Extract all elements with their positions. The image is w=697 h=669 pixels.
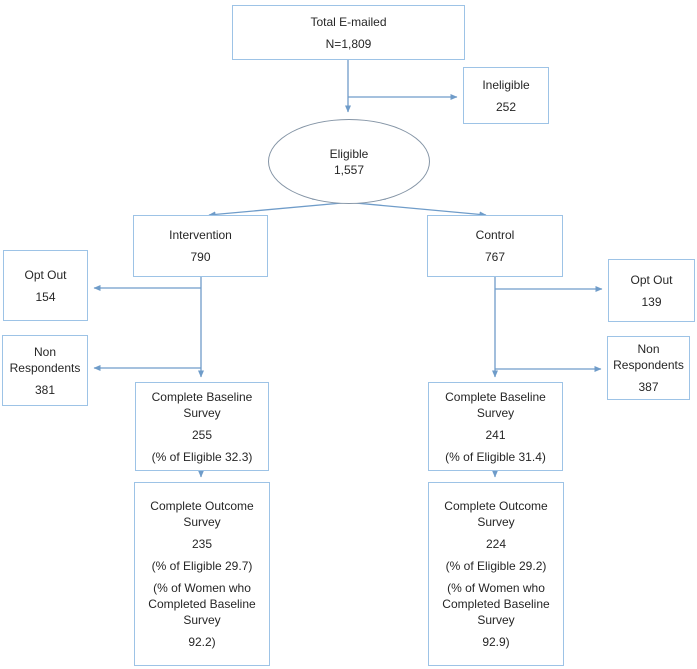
node-text-line: Non	[637, 342, 660, 356]
node-text-line: 235	[191, 537, 213, 551]
flow-node-non-respondents-control: Non Respondents 387	[607, 336, 690, 400]
node-text-line: Respondents	[613, 358, 684, 372]
node-text-line: (% of Women who	[153, 581, 251, 595]
node-text-line: N=1,809	[325, 36, 372, 51]
node-text-line: Respondents	[9, 360, 81, 375]
node-text-line: 154	[35, 289, 56, 304]
node-text-line: 92.9)	[482, 635, 510, 649]
node-text-line: Survey	[183, 405, 221, 420]
node-text-line: Complete Outcome	[444, 499, 548, 513]
flow-node-eligible: Eligible 1,557	[268, 119, 430, 204]
node-text-line: Completed Baseline	[148, 597, 256, 611]
node-text-line: Survey	[476, 405, 515, 420]
node-text-line: Complete Outcome	[150, 499, 254, 513]
node-text-line: Complete Baseline	[151, 389, 253, 404]
flow-node-opt-out-intervention: Opt Out 154	[3, 250, 88, 321]
node-text-line: 139	[641, 294, 662, 309]
node-text-line: (% of Eligible 32.3)	[151, 449, 253, 464]
flow-node-control: Control 767	[427, 215, 563, 277]
flow-node-outcome-control: Complete Outcome Survey 224 (% of Eligib…	[428, 482, 564, 666]
node-text-line: Survey	[183, 613, 221, 627]
node-text-line: (% of Eligible 31.4)	[445, 449, 546, 464]
node-text-line: 241	[485, 427, 506, 442]
node-text-line: Survey	[477, 613, 515, 627]
node-text-line: 92.2)	[188, 635, 216, 649]
node-text-line: Completed Baseline	[442, 597, 550, 611]
node-text-line: 381	[34, 382, 56, 397]
node-text-line: Total E-mailed	[310, 14, 387, 29]
node-text-line: Opt Out	[630, 272, 673, 287]
flow-node-non-respondents-intervention: Non Respondents 381	[2, 335, 88, 406]
node-text-line: 224	[485, 537, 507, 551]
node-text-line: 255	[191, 427, 213, 442]
node-text-line: Opt Out	[24, 267, 67, 282]
node-text-line: 790	[190, 250, 211, 264]
flow-node-ineligible: Ineligible 252	[463, 67, 549, 124]
node-text-line: Survey	[477, 515, 515, 529]
node-text-line: 387	[638, 380, 659, 394]
flow-node-intervention: Intervention 790	[133, 215, 268, 277]
flow-node-outcome-intervention: Complete Outcome Survey 235 (% of Eligib…	[134, 482, 270, 666]
node-text-line: 1,557	[333, 162, 365, 177]
node-text-line: (% of Women who	[447, 581, 545, 595]
node-text-line: Intervention	[169, 228, 232, 242]
node-text-line: 767	[484, 250, 506, 264]
node-text-line: (% of Eligible 29.7)	[151, 559, 253, 573]
node-text-line: Complete Baseline	[445, 389, 546, 404]
node-text-line: Ineligible	[482, 77, 530, 92]
node-text-line: Control	[475, 228, 515, 242]
node-text-line: (% of Eligible 29.2)	[445, 559, 547, 573]
node-text-line: Non	[33, 344, 56, 359]
flow-node-baseline-intervention: Complete Baseline Survey 255 (% of Eligi…	[135, 382, 269, 471]
flow-node-opt-out-control: Opt Out 139	[608, 259, 695, 322]
node-text-line: Survey	[183, 515, 221, 529]
node-text-line: Eligible	[329, 146, 369, 161]
node-text-line: 252	[495, 99, 517, 114]
flow-node-baseline-control: Complete Baseline Survey 241 (% of Eligi…	[428, 382, 563, 471]
flow-node-total-emailed: Total E-mailed N=1,809	[232, 5, 465, 60]
